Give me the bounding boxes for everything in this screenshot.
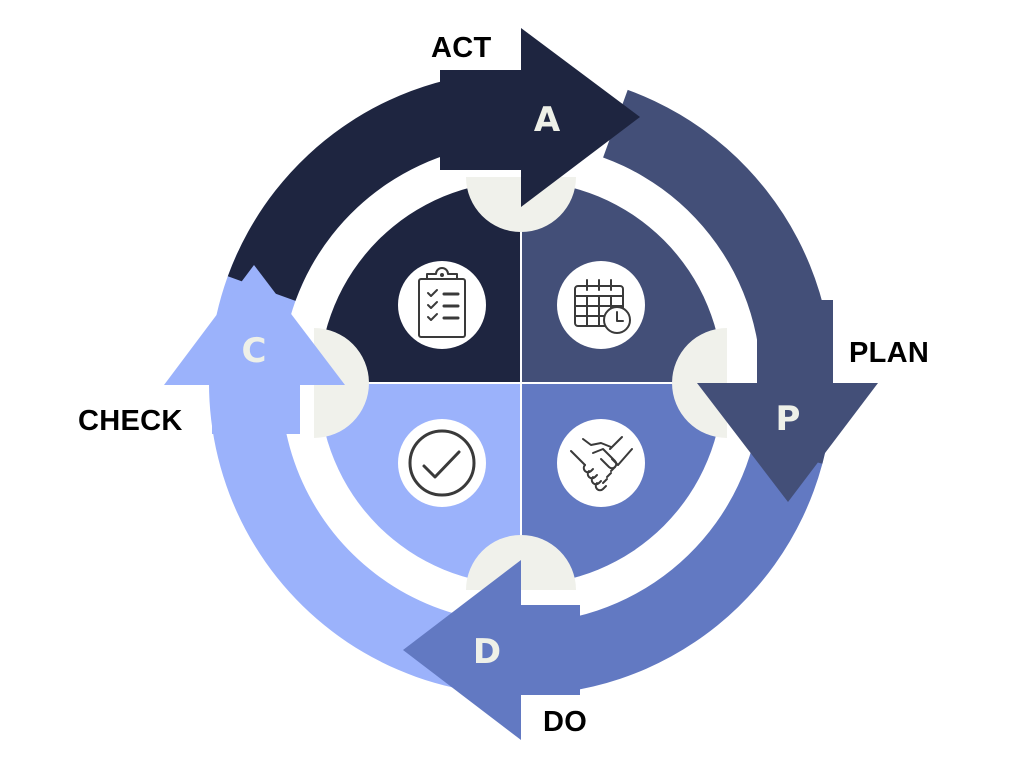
ring-segment-check: [209, 251, 513, 695]
arrowhead-do: [403, 560, 521, 740]
letter-plan: P: [776, 399, 801, 439]
calendar-clock-icon: [574, 279, 631, 334]
icon-badge-check: [398, 419, 486, 507]
icon-badge-act: [398, 261, 486, 349]
stage-label-do: DO: [543, 706, 588, 738]
letter-do: D: [473, 632, 501, 672]
letter-check: C: [242, 331, 267, 371]
arrowhead-act: [521, 28, 640, 207]
arrow-body-act: [440, 70, 522, 170]
letter-act: A: [534, 100, 561, 140]
stage-label-check: CHECK: [78, 405, 183, 437]
arrowhead-check: [164, 265, 345, 385]
arrow-body-do: [520, 605, 580, 695]
clipboard-checklist-icon: [418, 267, 466, 338]
check-circle-icon: [408, 429, 476, 497]
icon-badge-plan: [557, 261, 645, 349]
icon-badge-do: [557, 419, 645, 507]
arrowhead-plan: [697, 383, 878, 502]
stage-label-act: ACT: [431, 32, 492, 64]
inner-quadrants: [319, 181, 723, 585]
arrowheads: [164, 28, 878, 740]
stage-label-plan: PLAN: [849, 337, 930, 369]
arrow-body-check: [212, 384, 300, 434]
handshake-icon: [570, 436, 633, 492]
ring-segment-do: [510, 424, 829, 695]
arrow-body-plan: [757, 300, 833, 384]
